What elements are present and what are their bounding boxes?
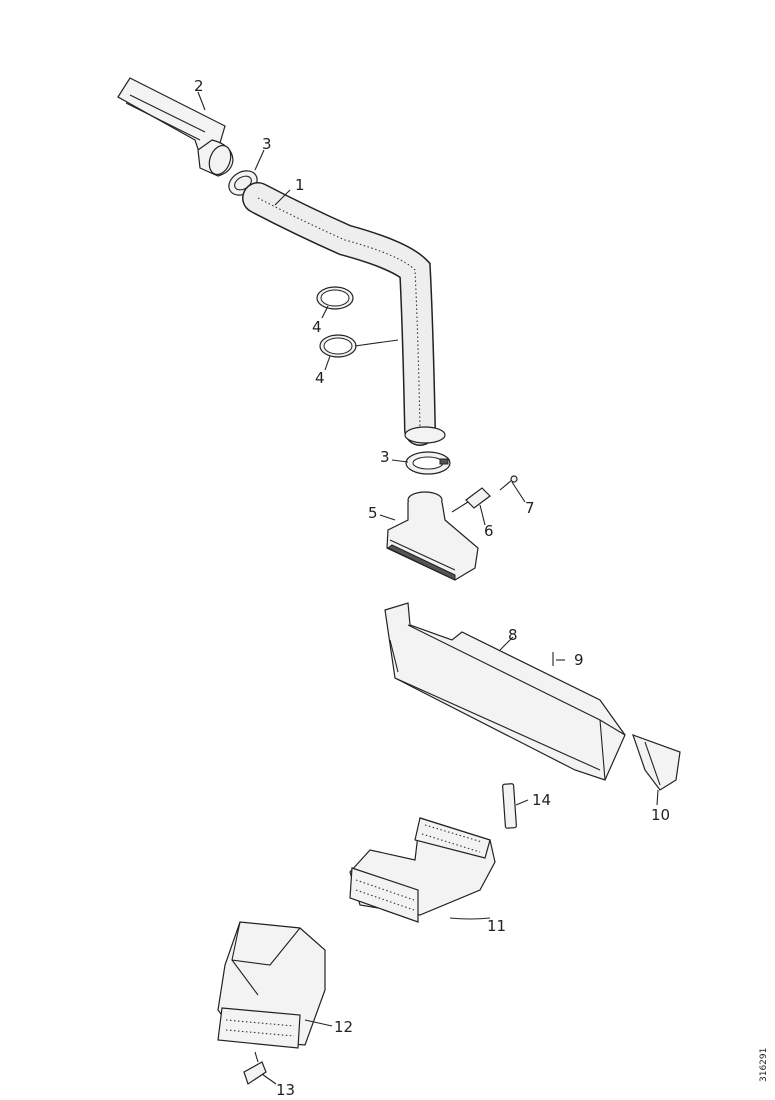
label-part-10: 10 (651, 806, 670, 824)
label-part-1: 1 (295, 176, 305, 194)
part-5-transition-box (386, 491, 479, 581)
part-4-ring-upper (316, 286, 354, 310)
part-10-end-piece (632, 734, 681, 791)
label-part-3-lower: 3 (380, 448, 390, 466)
part-11-outlet-housing (349, 817, 496, 923)
label-part-8: 8 (508, 626, 518, 644)
label-part-7: 7 (525, 499, 535, 517)
part-4-ring-lower (319, 334, 357, 358)
part-2-inlet-nozzle (117, 77, 234, 177)
label-part-4-lower: 4 (315, 369, 325, 387)
label-part-3-upper: 3 (262, 135, 272, 153)
part-6-connector (451, 487, 491, 513)
part-12-outlet-housing (217, 921, 326, 1049)
label-part-4-upper: 4 (312, 318, 322, 336)
reference-code: 316291 (759, 1048, 769, 1082)
label-part-9: 9 (574, 651, 584, 669)
label-part-13: 13 (276, 1081, 295, 1099)
leader-lines (197, 91, 659, 1085)
part-13-clip (243, 1051, 267, 1085)
label-part-2: 2 (194, 77, 204, 95)
part-7-screw (499, 475, 518, 491)
part-1-corrugated-hose (242, 182, 446, 446)
label-part-12: 12 (334, 1018, 353, 1036)
part-14-clip (502, 783, 517, 829)
part-3-hose-clamp-lower (405, 451, 451, 475)
label-part-14: 14 (532, 791, 551, 809)
label-part-5: 5 (368, 504, 378, 522)
part-8-long-duct (384, 602, 626, 781)
label-part-11: 11 (487, 917, 506, 935)
label-part-6: 6 (484, 522, 494, 540)
